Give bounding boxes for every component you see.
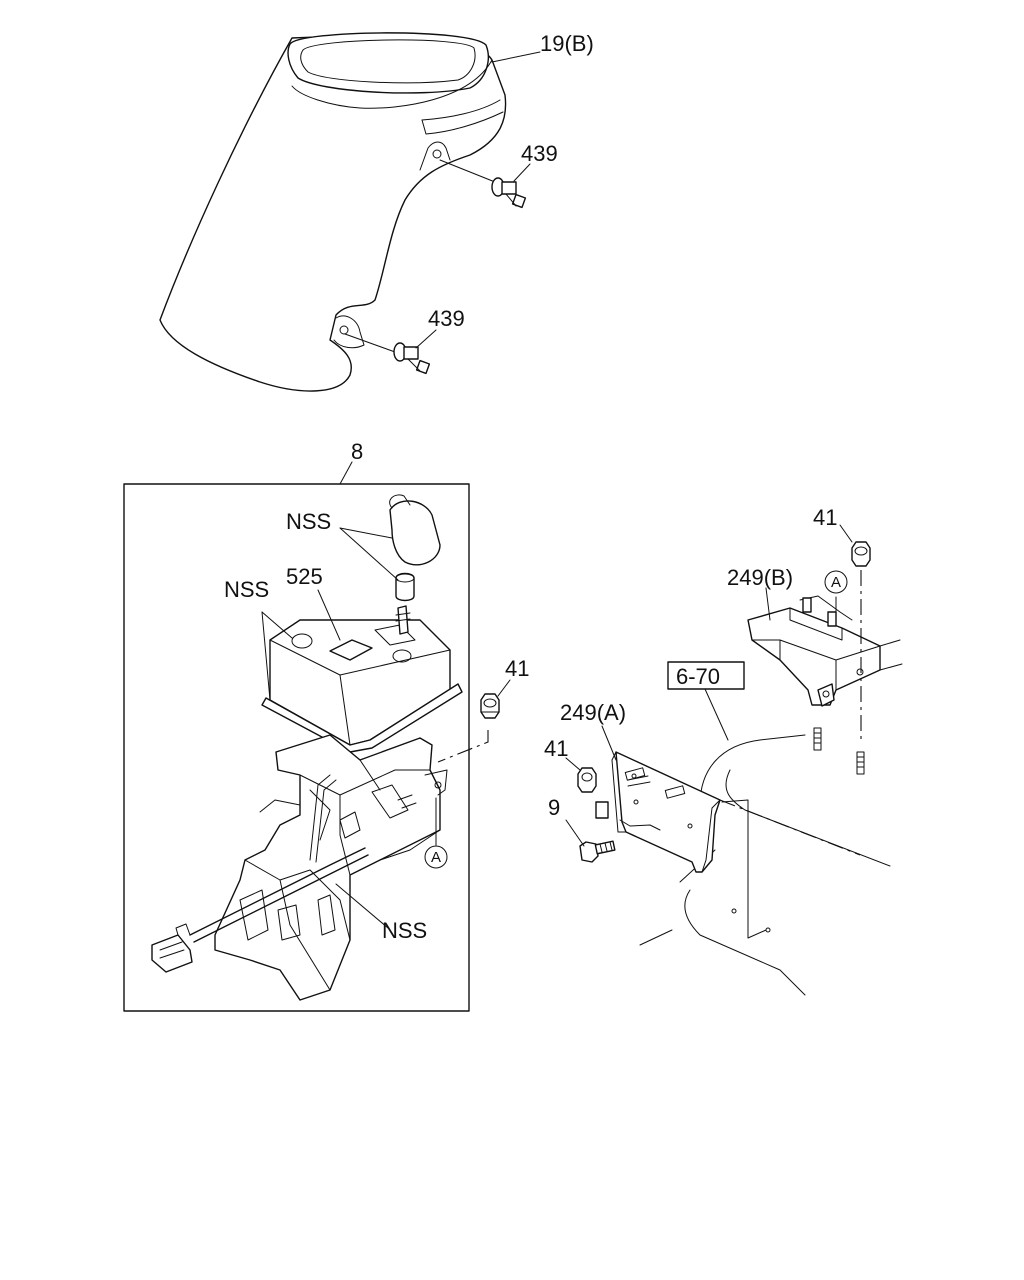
leader-249a — [601, 725, 617, 761]
callout-41-mid: 41 — [544, 736, 568, 761]
callout-249b: 249(B) — [727, 565, 793, 590]
leader-439-lower — [415, 329, 437, 349]
callout-19b: 19(B) — [540, 31, 594, 56]
callout-8: 8 — [351, 439, 363, 464]
leader-19b — [491, 51, 541, 63]
leader-41-mid — [565, 757, 581, 771]
assembly-8-frame — [123, 483, 470, 1012]
callout-439-upper: 439 — [521, 141, 558, 166]
stud-bolts-249b — [813, 727, 865, 775]
leader-nss-knob-b — [339, 527, 399, 581]
leader-41-top — [839, 524, 853, 543]
callout-439-lower: 439 — [428, 306, 465, 331]
leader-6-70 — [704, 688, 729, 741]
leader-nss-bracket — [335, 883, 389, 929]
callout-a-right: A — [831, 574, 841, 591]
shift-knob — [389, 494, 441, 602]
bracket-249b — [747, 595, 903, 707]
nut-41-left — [480, 693, 500, 719]
bolt-9 — [579, 840, 616, 863]
shift-mechanism-bracket — [214, 734, 448, 1001]
bracket-249a — [595, 751, 721, 873]
leader-439-upper — [513, 163, 531, 182]
clip-439-lower — [393, 342, 431, 375]
callout-6-70: 6-70 — [676, 664, 720, 689]
ref-circle-a-left — [424, 845, 448, 869]
callout-9: 9 — [548, 795, 560, 820]
leader-525 — [317, 589, 341, 641]
leader-41-left — [497, 679, 511, 697]
nut-41-top — [851, 541, 871, 567]
console-cover-19b — [159, 32, 507, 392]
callout-41-left: 41 — [505, 656, 529, 681]
shift-indicator-cover — [261, 605, 463, 753]
callout-nss-knob: NSS — [286, 509, 331, 534]
leader-nss-cover-a — [261, 611, 293, 639]
leader-nss-cover-b — [261, 611, 271, 701]
vehicle-frame-panel — [639, 734, 891, 996]
callout-nss-bracket: NSS — [382, 918, 427, 943]
leader-9 — [565, 819, 585, 847]
axis-41-left — [437, 730, 489, 763]
ref-circle-a-right — [824, 570, 848, 594]
callout-249a: 249(A) — [560, 700, 626, 725]
clip-439-upper — [491, 177, 527, 209]
leader-8 — [339, 461, 353, 485]
callout-nss-cover: NSS — [224, 577, 269, 602]
leader-249b — [765, 587, 771, 621]
nut-41-mid — [577, 767, 597, 793]
leader-nss-knob-a — [339, 527, 393, 539]
callout-41-top: 41 — [813, 505, 837, 530]
ref-box-6-70 — [667, 661, 745, 690]
callout-525: 525 — [286, 564, 323, 589]
shift-cable-connector — [151, 774, 369, 973]
callout-a-left: A — [431, 849, 441, 866]
